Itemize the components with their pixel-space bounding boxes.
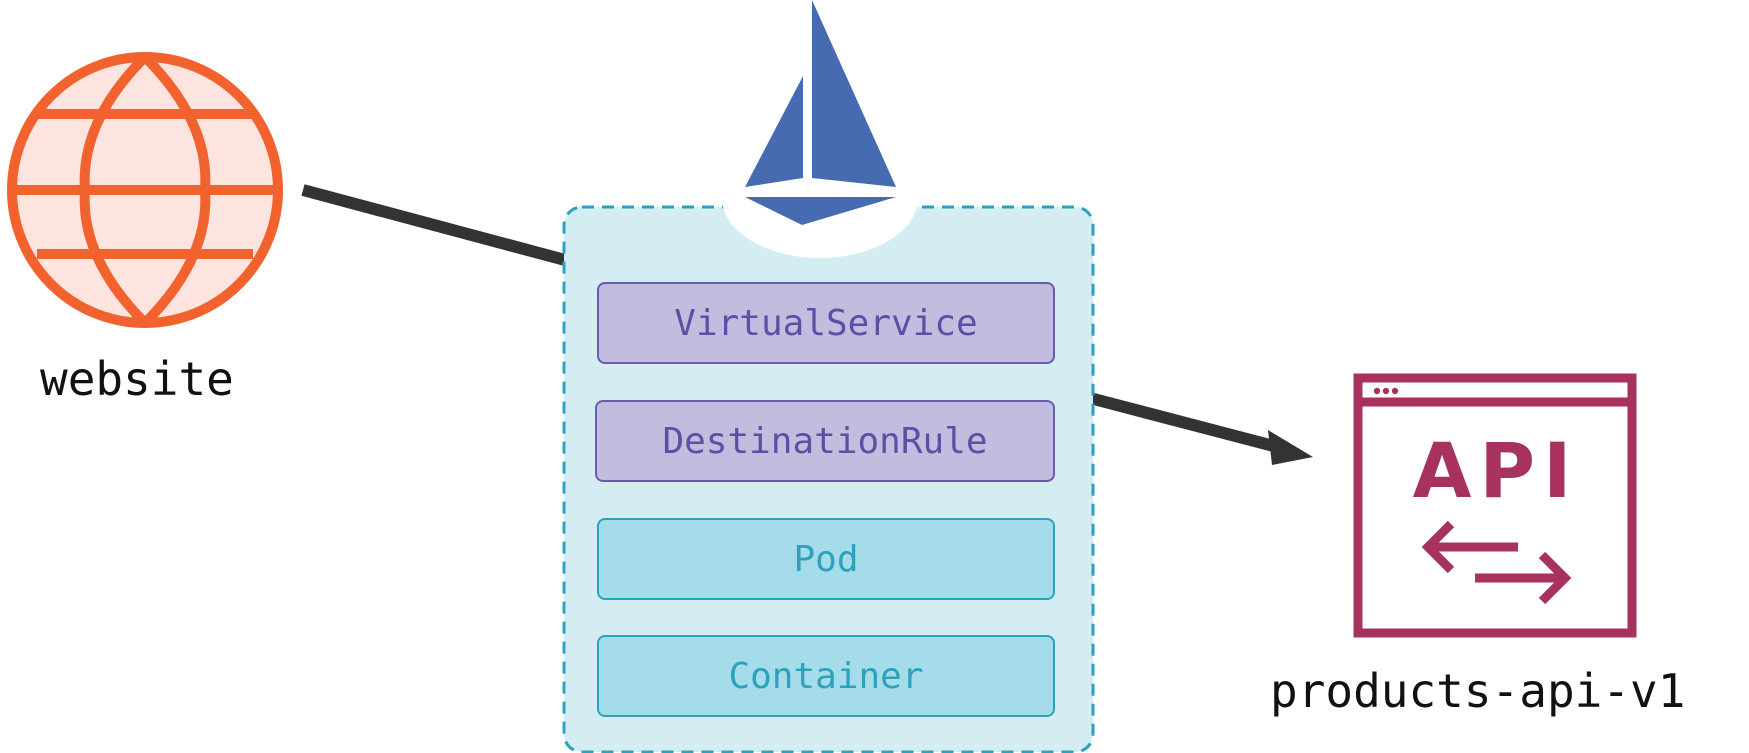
destinationrule-box: DestinationRule	[595, 400, 1055, 482]
virtualservice-box: VirtualService	[597, 282, 1055, 364]
api-icon-text: API	[1413, 426, 1580, 515]
website-label: website	[40, 352, 234, 406]
destinationrule-label: DestinationRule	[662, 420, 988, 462]
globe-icon	[7, 52, 283, 328]
pod-box: Pod	[597, 518, 1055, 600]
container-label: Container	[728, 655, 924, 697]
api-window-icon: API	[1353, 373, 1637, 638]
container-box: Container	[597, 635, 1055, 717]
connector-website-to-mesh	[301, 184, 567, 266]
products-api-label: products-api-v1	[1270, 664, 1686, 718]
connector-mesh-to-api	[1088, 392, 1287, 455]
virtualservice-label: VirtualService	[674, 302, 978, 344]
pod-label: Pod	[793, 538, 859, 580]
arrowhead-icon	[1268, 430, 1313, 465]
istio-sail-icon	[745, 0, 896, 225]
